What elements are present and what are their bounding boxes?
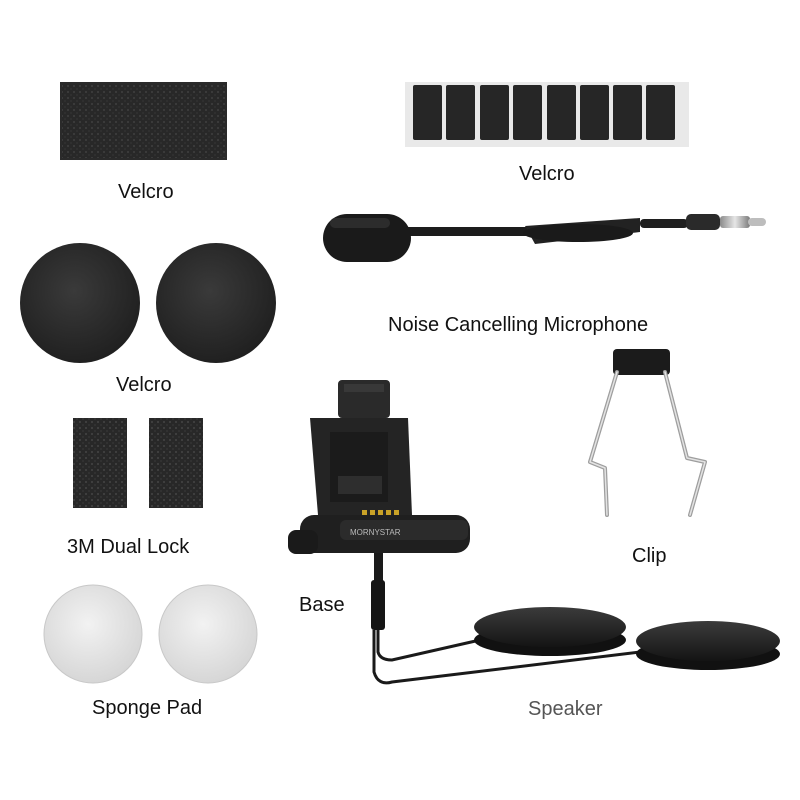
label-clip: Clip bbox=[632, 545, 667, 567]
speaker-cables bbox=[372, 630, 641, 685]
label-base: Base bbox=[299, 594, 345, 616]
label-velcro-strip: Velcro bbox=[519, 163, 575, 185]
speakers bbox=[474, 607, 780, 670]
sponge-pads bbox=[43, 584, 258, 684]
velcro-strip bbox=[405, 82, 689, 147]
mounting-base: MORNYSTAR bbox=[288, 380, 470, 630]
base-logo: MORNYSTAR bbox=[350, 528, 401, 537]
label-speaker: Speaker bbox=[528, 698, 603, 720]
dual-lock-strips bbox=[73, 418, 203, 508]
label-microphone: Noise Cancelling Microphone bbox=[388, 314, 649, 336]
label-sponge-pad: Sponge Pad bbox=[92, 697, 203, 719]
velcro-round-pads bbox=[20, 243, 276, 363]
helmet-clip bbox=[588, 349, 707, 517]
velcro-rectangle-pad bbox=[60, 82, 227, 160]
noise-cancelling-microphone bbox=[323, 214, 766, 262]
label-velcro-round: Velcro bbox=[116, 374, 172, 396]
label-dual-lock: 3M Dual Lock bbox=[67, 536, 190, 558]
label-velcro-rectangle: Velcro bbox=[118, 181, 174, 203]
